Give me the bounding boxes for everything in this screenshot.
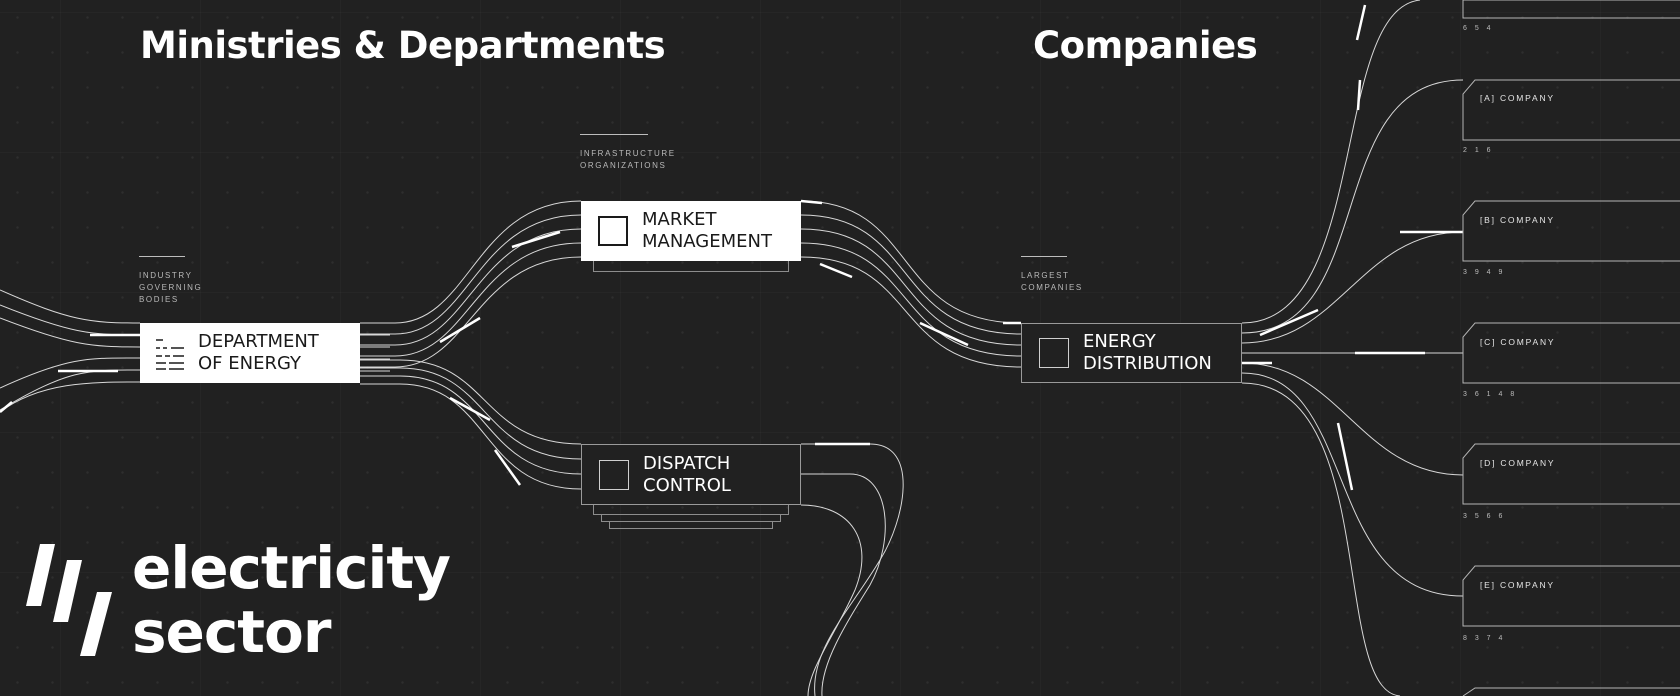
distribution-company-wire — [1241, 0, 1421, 324]
company-tab-bottom — [1462, 687, 1680, 696]
dept-market-wire — [360, 200, 582, 324]
company-a-number: 2 1 6 — [1463, 147, 1494, 154]
left-input-wire — [0, 369, 141, 411]
square-outline-icon — [1039, 338, 1069, 368]
dispatch-tray-3 — [609, 522, 773, 529]
square-outline-icon — [598, 216, 628, 246]
company-d-label[interactable]: [D] COMPANY — [1480, 458, 1556, 468]
wire-highlight — [1259, 308, 1319, 337]
company-b-tab — [1462, 200, 1680, 262]
dispatch-loop-wire — [800, 504, 863, 696]
dept-dispatch-wire — [360, 359, 582, 445]
wire-highlight — [1355, 4, 1367, 41]
company-e-number: 8 3 7 4 — [1463, 635, 1506, 642]
dispatch-tray-2 — [601, 515, 781, 522]
largest-caption: LARGEST COMPANIES — [1021, 256, 1083, 292]
wire-highlight — [800, 199, 823, 205]
company-c-label[interactable]: [C] COMPANY — [1480, 337, 1556, 347]
dispatch-label: DISPATCH CONTROL — [643, 452, 731, 496]
distribution-node[interactable]: ENERGY DISTRIBUTION — [1021, 323, 1242, 383]
wire-highlight — [919, 321, 969, 347]
top-company-number: 6 5 4 — [1463, 25, 1494, 32]
company-c-tab — [1462, 322, 1680, 384]
company-a-label[interactable]: [A] COMPANY — [1480, 93, 1555, 103]
dept-dispatch-wire — [360, 375, 582, 475]
department-label: DEPARTMENT OF ENERGY — [198, 331, 319, 374]
wire-highlight — [819, 262, 853, 279]
left-input-wire — [0, 357, 141, 389]
wire-highlight — [511, 230, 561, 249]
company-c-number: 3 6 1 4 8 — [1463, 391, 1518, 398]
dispatch-loop-wire — [801, 443, 904, 696]
dept-market-wire — [360, 228, 582, 346]
distribution-company-wire — [1241, 79, 1464, 334]
dept-market-wire — [360, 242, 582, 357]
wire-highlight — [493, 449, 522, 486]
wire-highlight — [1336, 422, 1354, 491]
company-tab-top — [1462, 0, 1680, 19]
distribution-company-wire — [1241, 382, 1401, 696]
wire-highlight — [439, 316, 481, 344]
market-distribution-wire — [800, 228, 1022, 346]
dept-market-wire — [360, 256, 582, 368]
market-distribution-wire — [800, 200, 1022, 324]
left-input-wire — [0, 304, 141, 336]
three-slash-logo-icon — [26, 544, 112, 656]
distribution-company-wire — [1241, 372, 1464, 597]
left-input-wire — [0, 381, 141, 413]
wire-highlight — [0, 401, 13, 413]
wire-highlight — [449, 396, 491, 422]
market-distribution-wire — [800, 214, 1022, 335]
company-d-number: 3 5 6 6 — [1463, 513, 1506, 520]
dept-market-wire — [360, 214, 582, 335]
left-input-wire — [0, 289, 141, 324]
left-input-wire — [0, 317, 141, 348]
company-e-label[interactable]: [E] COMPANY — [1480, 580, 1555, 590]
market-distribution-wire — [800, 242, 1022, 357]
distribution-label: ENERGY DISTRIBUTION — [1083, 331, 1212, 374]
ministries-heading: Ministries & Departments — [140, 24, 666, 67]
industry-caption: INDUSTRY GOVERNING BODIES — [139, 256, 203, 304]
company-b-number: 3 9 4 9 — [1463, 269, 1506, 276]
company-d-tab — [1462, 443, 1680, 505]
dept-dispatch-wire — [360, 367, 582, 460]
square-outline-icon — [599, 459, 629, 490]
market-tray — [593, 261, 789, 272]
bar-chart-icon — [156, 339, 184, 370]
distribution-company-wire — [1241, 362, 1464, 476]
companies-heading: Companies — [1033, 24, 1258, 67]
distribution-company-wire — [1241, 231, 1464, 344]
infrastructure-caption: INFRASTRUCTURE ORGANIZATIONS — [580, 134, 676, 170]
company-b-label[interactable]: [B] COMPANY — [1480, 215, 1555, 225]
wire-highlight — [1356, 79, 1362, 111]
dispatch-node[interactable]: DISPATCH CONTROL — [581, 444, 801, 505]
market-label: MARKET MANAGEMENT — [642, 209, 772, 252]
company-a-tab — [1462, 79, 1680, 141]
company-e-tab — [1462, 565, 1680, 627]
dispatch-loop-wire — [801, 473, 886, 696]
dept-dispatch-wire — [360, 383, 582, 490]
market-node[interactable]: MARKET MANAGEMENT — [581, 201, 801, 261]
department-node[interactable]: DEPARTMENT OF ENERGY — [140, 323, 360, 383]
market-distribution-wire — [800, 256, 1022, 368]
dispatch-tray-1 — [593, 505, 789, 515]
brand-wordmark: electricity sector — [132, 534, 451, 666]
